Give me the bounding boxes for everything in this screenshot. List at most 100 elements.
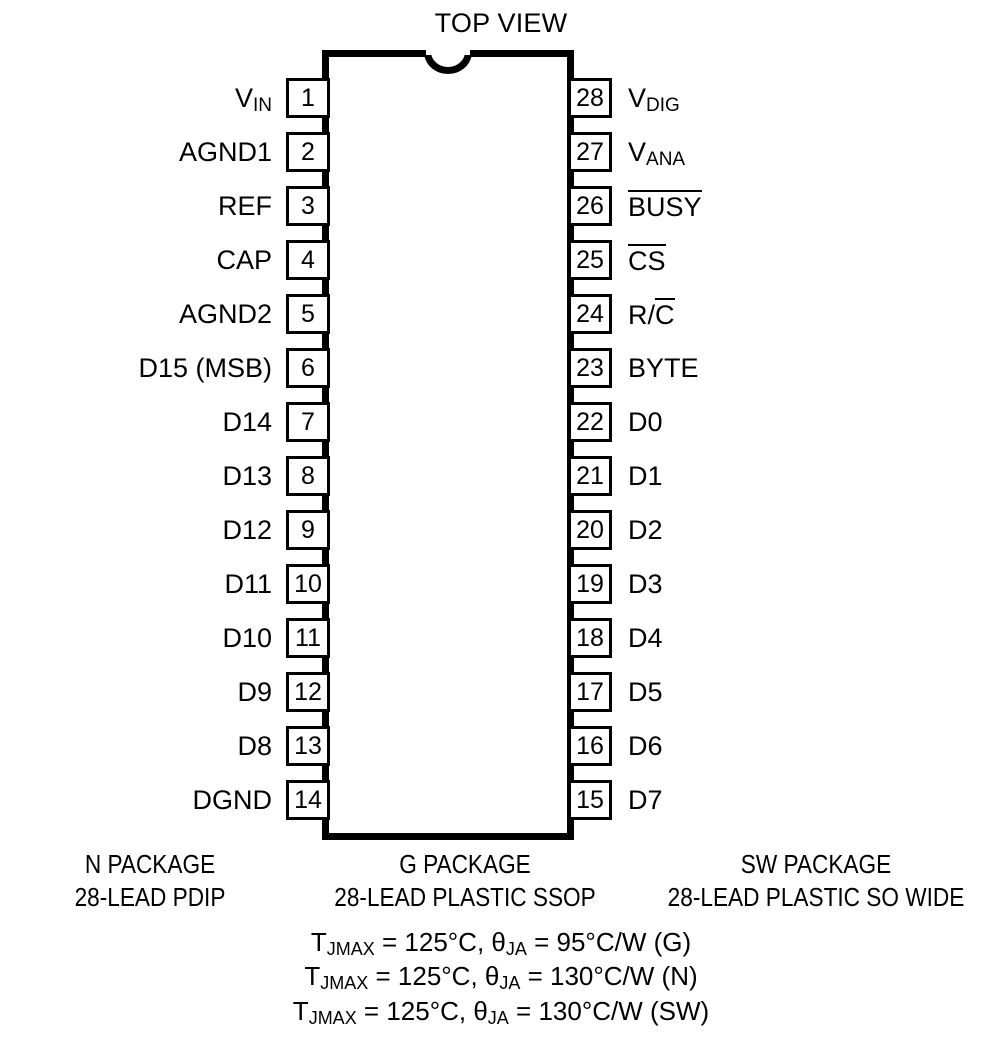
pin-number-box: 7 [286, 402, 330, 442]
pin-label: VDIG [628, 82, 680, 116]
pin-row: 19 D3 [568, 564, 1002, 604]
package-description: 28-LEAD PDIP [74, 882, 226, 913]
pin-row: D10 11 [0, 618, 330, 658]
package-name: SW PACKAGE [740, 849, 892, 879]
pin-label: DGND [192, 784, 273, 815]
pin-label: D1 [628, 460, 663, 491]
pin-label: D15 (MSB) [138, 352, 272, 383]
pin-row: D9 12 [0, 672, 330, 712]
package-names-row: N PACKAGE 28-LEAD PDIP G PACKAGE 28-LEAD… [0, 848, 1002, 915]
pin-label: D13 [222, 460, 272, 491]
pin-label: D14 [222, 406, 272, 437]
pin-row: D8 13 [0, 726, 330, 766]
pin-row: DGND 14 [0, 780, 330, 820]
pin-row: 27 VANA [568, 132, 1002, 172]
pin-row: 28 VDIG [568, 78, 1002, 118]
pin-row: VIN 1 [0, 78, 330, 118]
pin-number-box: 15 [568, 780, 612, 820]
pin-number-box: 6 [286, 348, 330, 388]
pin-row: D15 (MSB) 6 [0, 348, 330, 388]
pin-row: 16 D6 [568, 726, 1002, 766]
pin-label: D6 [628, 730, 663, 761]
thermal-spec-line: TJMAX = 125°C, θJA = 130°C/W (N) [304, 961, 698, 994]
pin-row: 22 D0 [568, 402, 1002, 442]
pin-number-box: 26 [568, 186, 612, 226]
pin-number-box: 27 [568, 132, 612, 172]
pin-number-box: 16 [568, 726, 612, 766]
pin-row: D14 7 [0, 402, 330, 442]
page-title: TOP VIEW [434, 8, 568, 38]
pin-number-box: 11 [286, 618, 330, 658]
pin-label: VIN [234, 82, 272, 116]
pin-number-box: 22 [568, 402, 612, 442]
pin-number-box: 24 [568, 294, 612, 334]
pin-row: AGND1 2 [0, 132, 330, 172]
pin-number-box: 19 [568, 564, 612, 604]
pin-label: R/C [628, 298, 675, 331]
pin-label: D10 [222, 622, 272, 653]
thermal-spec-line: TJMAX = 125°C, θJA = 130°C/W (SW) [292, 995, 710, 1028]
pin-label: D11 [224, 568, 272, 599]
package-option-g: G PACKAGE 28-LEAD PLASTIC SSOP [321, 848, 608, 915]
pin-label-subscript: IN [253, 94, 272, 116]
pin-label: BYTE [628, 352, 699, 383]
pin-row: D12 9 [0, 510, 330, 550]
pin-row: D13 8 [0, 456, 330, 496]
package-description: 28-LEAD PLASTIC SSOP [334, 882, 596, 913]
pin-number-box: 1 [286, 78, 330, 118]
pin-number-box: 23 [568, 348, 612, 388]
thermal-specifications: TJMAX = 125°C, θJA = 95°C/W (G)TJMAX = 1… [0, 925, 1002, 1028]
pin-row: 21 D1 [568, 456, 1002, 496]
pin-label: REF [218, 190, 272, 221]
pin-label: CS [628, 244, 666, 277]
package-description: 28-LEAD PLASTIC SO WIDE [667, 882, 965, 913]
pin-number-box: 20 [568, 510, 612, 550]
package-option-sw: SW PACKAGE 28-LEAD PLASTIC SO WIDE [654, 848, 978, 915]
pin-number-box: 2 [286, 132, 330, 172]
pin-number-box: 4 [286, 240, 330, 280]
pin-number-box: 14 [286, 780, 330, 820]
notch-mask [426, 47, 470, 55]
pin-label: D3 [628, 568, 663, 599]
package-name: G PACKAGE [399, 849, 531, 879]
pin-row: 25 CS [568, 240, 1002, 280]
pin-number-box: 21 [568, 456, 612, 496]
pin-label: CAP [216, 244, 272, 275]
pin-row: 24 R/C [568, 294, 1002, 334]
pin-row: CAP 4 [0, 240, 330, 280]
pin-label: AGND2 [178, 298, 272, 329]
pin-number-box: 18 [568, 618, 612, 658]
pin-label: D7 [628, 784, 663, 815]
pin-number-box: 17 [568, 672, 612, 712]
package-option-n: N PACKAGE 28-LEAD PDIP [20, 848, 281, 915]
pin-label: BUSY [628, 190, 702, 223]
pin-label: AGND1 [178, 136, 272, 167]
pin-label-subscript: DIG [646, 94, 680, 116]
pin-number-box: 28 [568, 78, 612, 118]
pin-number-box: 12 [286, 672, 330, 712]
pin-label: VANA [628, 136, 686, 170]
package-body-outline [322, 50, 574, 840]
pin-label: D0 [628, 406, 663, 437]
thermal-spec-line: TJMAX = 125°C, θJA = 95°C/W (G) [310, 927, 692, 959]
pin-row: 26 BUSY [568, 186, 1002, 226]
pin-number-box: 9 [286, 510, 330, 550]
pin-number-box: 25 [568, 240, 612, 280]
pin-label: D4 [628, 622, 663, 653]
pin-row: 17 D5 [568, 672, 1002, 712]
pin-label: D5 [628, 676, 663, 707]
pin-row: 15 D7 [568, 780, 1002, 820]
pin-label-subscript: ANA [646, 148, 686, 170]
pin-label: D9 [237, 676, 272, 707]
pin-number-box: 8 [286, 456, 330, 496]
package-name: N PACKAGE [84, 849, 216, 879]
pin-label: D8 [237, 730, 272, 761]
pin-row: 18 D4 [568, 618, 1002, 658]
pin-label: D12 [222, 514, 272, 545]
pin-number-box: 13 [286, 726, 330, 766]
pin-number-box: 3 [286, 186, 330, 226]
pin-row: 23 BYTE [568, 348, 1002, 388]
